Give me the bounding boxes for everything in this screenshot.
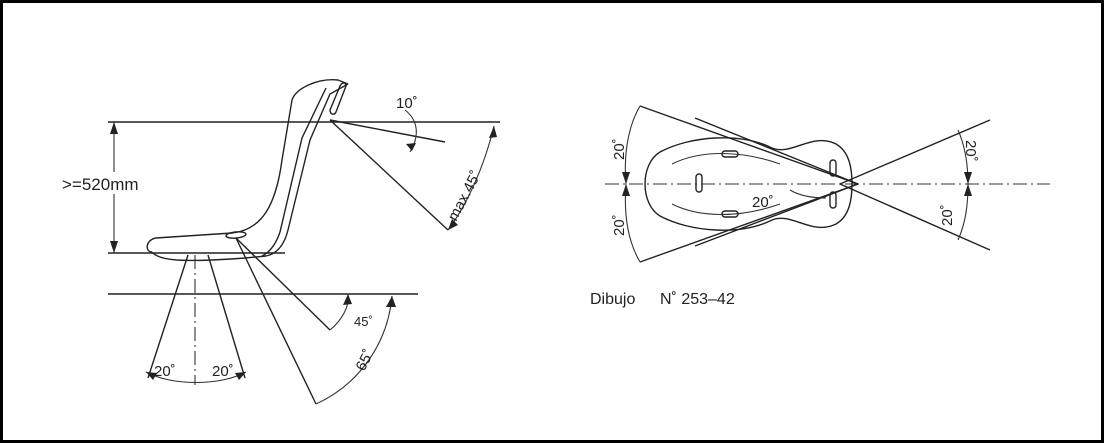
lap-angle-right-label: 20˚ [212,363,234,380]
top-center-label: 20˚ [752,194,774,211]
belt-45-line [235,237,331,331]
top-slot-upper [721,150,739,158]
ray-left-lower [639,183,859,263]
belt-line-left [147,254,189,379]
top-headrest-slot-lower [829,191,837,209]
lap-angle-left-label: 20˚ [154,363,176,380]
belt-slot [225,231,247,239]
top-view [605,105,1050,263]
top-right-upper-label: 20˚ [962,140,979,162]
height-arrow-top [110,122,118,134]
right-arc-arrow-down [964,184,972,196]
max-back-angle-label: max.45˚ [445,168,485,224]
height-label: >=520mm [62,175,139,194]
belt-65-arc [315,295,393,405]
right-arc-arrow-up [964,172,972,184]
lap-arc-arrow-right [235,372,246,380]
top-left-upper-label: 20˚ [611,138,628,160]
ray-left-mid-upper [694,117,859,185]
side-view [58,79,500,405]
recline-line-upper [329,119,446,143]
drawing-number: N˚ 253–42 [660,291,735,308]
ray-right-upper [839,119,991,185]
recline-line-max [329,119,449,231]
belt-65-line [235,237,317,405]
seat-back-outline [151,83,349,262]
recline-arc-arrow [406,143,416,151]
top-headrest-slot-upper [829,159,837,177]
max-back-arrow-top [489,126,497,138]
top-slot-lower [721,210,739,218]
height-arrow-bottom [110,241,118,253]
belt-line-right [207,254,246,379]
drawing-prefix: Dibujo [590,291,635,308]
belt-45-arrow [343,294,352,305]
max-back-arrow-bottom [448,219,458,230]
seat-shell-inner [261,87,327,257]
ray-left-upper [639,105,859,185]
recline-angle-label: 10˚ [396,95,418,112]
ray-right-lower [839,183,991,251]
ray-left-mid-lower [694,183,859,247]
top-left-lower-label: 20˚ [611,214,628,236]
center-angle-arc [789,189,827,199]
left-arc-arrow-up [622,172,630,184]
belt-45-angle-label: 45˚ [354,314,373,329]
belt-65-angle-label: 65˚ [353,347,378,374]
seat-top-outline [644,137,853,231]
seat-front-outline [146,79,349,253]
top-center-slot [695,173,703,193]
height-label-bg [58,172,170,194]
left-arc-arrow-down [622,184,630,196]
top-right-lower-label: 20˚ [939,204,956,226]
headrest-slot [329,82,347,115]
belt-65-arrow [386,296,396,307]
lap-arc-arrow-left [146,372,157,380]
